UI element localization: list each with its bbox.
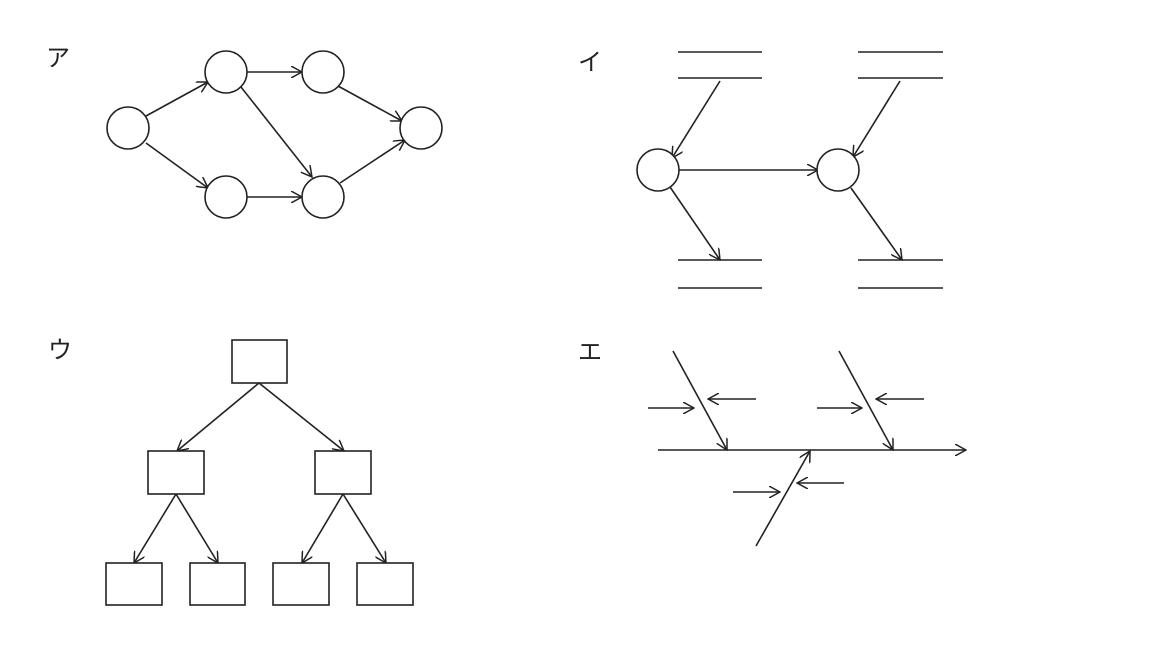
data-store xyxy=(678,259,762,289)
data-store xyxy=(858,259,943,289)
process-node xyxy=(816,148,860,192)
panel-label-a: ア xyxy=(46,44,70,72)
tree-node xyxy=(314,450,372,495)
data-store xyxy=(678,51,762,79)
data-flow xyxy=(853,80,901,157)
panel-label-e: エ xyxy=(578,338,602,366)
data-flows xyxy=(669,80,902,260)
tree-edge xyxy=(134,493,177,563)
fishbone-bone xyxy=(838,350,893,450)
data-flow xyxy=(672,80,721,158)
tree-node xyxy=(272,562,330,606)
panel-label-i: イ xyxy=(578,48,602,76)
network-edges xyxy=(145,72,405,197)
tree-edges xyxy=(134,382,386,563)
network-edge xyxy=(339,140,405,184)
tree-edge xyxy=(342,493,386,563)
data-flow xyxy=(850,187,902,260)
network-edge xyxy=(240,86,312,177)
tree-node xyxy=(356,562,414,606)
data-flow xyxy=(669,186,720,260)
data-stores xyxy=(678,51,943,289)
network-node xyxy=(399,106,443,150)
fishbone-bone xyxy=(672,350,727,450)
network-edge xyxy=(145,142,208,188)
process-node xyxy=(636,148,680,192)
network-node xyxy=(301,50,345,94)
tree-node xyxy=(147,450,205,495)
tree-node xyxy=(105,562,163,606)
network-diagram xyxy=(106,50,443,219)
tree-edge xyxy=(177,382,260,451)
tree-diagram xyxy=(105,339,414,606)
network-edge xyxy=(145,82,208,117)
tree-edge xyxy=(175,493,218,563)
tree-node xyxy=(189,562,246,606)
tree-edge xyxy=(302,493,344,563)
tree-edge xyxy=(258,382,344,451)
data-flow-diagram xyxy=(636,51,943,289)
network-node xyxy=(204,50,248,94)
network-node xyxy=(204,175,248,219)
network-node xyxy=(301,175,345,219)
fishbone-bone xyxy=(755,451,810,547)
tree-node xyxy=(231,339,288,384)
fishbone-diagram xyxy=(648,350,966,547)
data-store xyxy=(858,51,943,79)
network-edge xyxy=(337,85,402,121)
network-node xyxy=(106,106,150,150)
panel-label-u: ウ xyxy=(48,336,72,364)
